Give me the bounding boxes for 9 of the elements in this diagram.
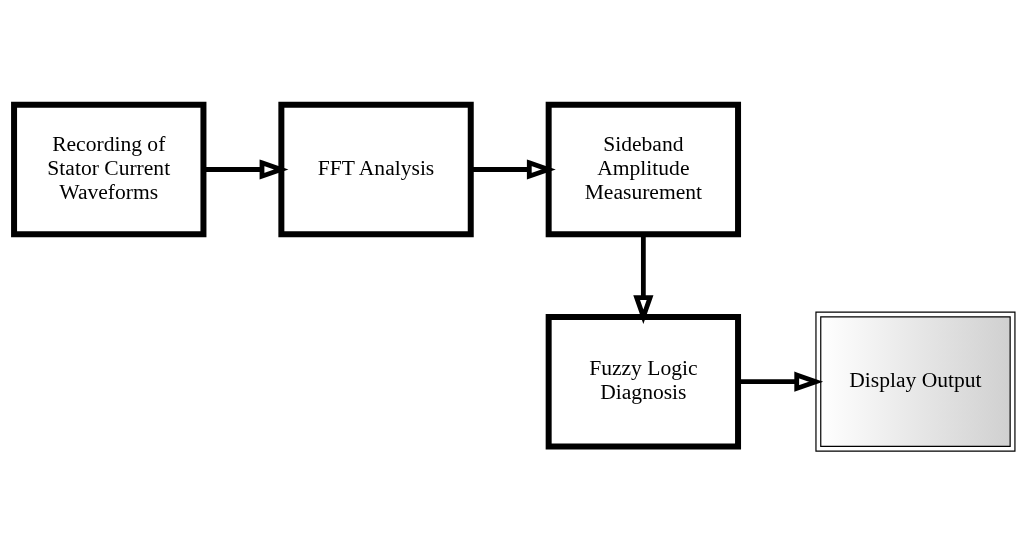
node-box: Display Output [814, 311, 1016, 452]
arrow [203, 159, 288, 180]
node-box: Recording of Stator Current Waveforms [10, 101, 206, 238]
node-box: Fuzzy Logic Diagnosis [545, 313, 741, 450]
arrow [738, 371, 823, 392]
arrow [632, 234, 653, 325]
node-box: Sideband Amplitude Measurement [545, 101, 741, 238]
node-box: FFT Analysis [277, 101, 474, 238]
arrow [470, 159, 556, 180]
